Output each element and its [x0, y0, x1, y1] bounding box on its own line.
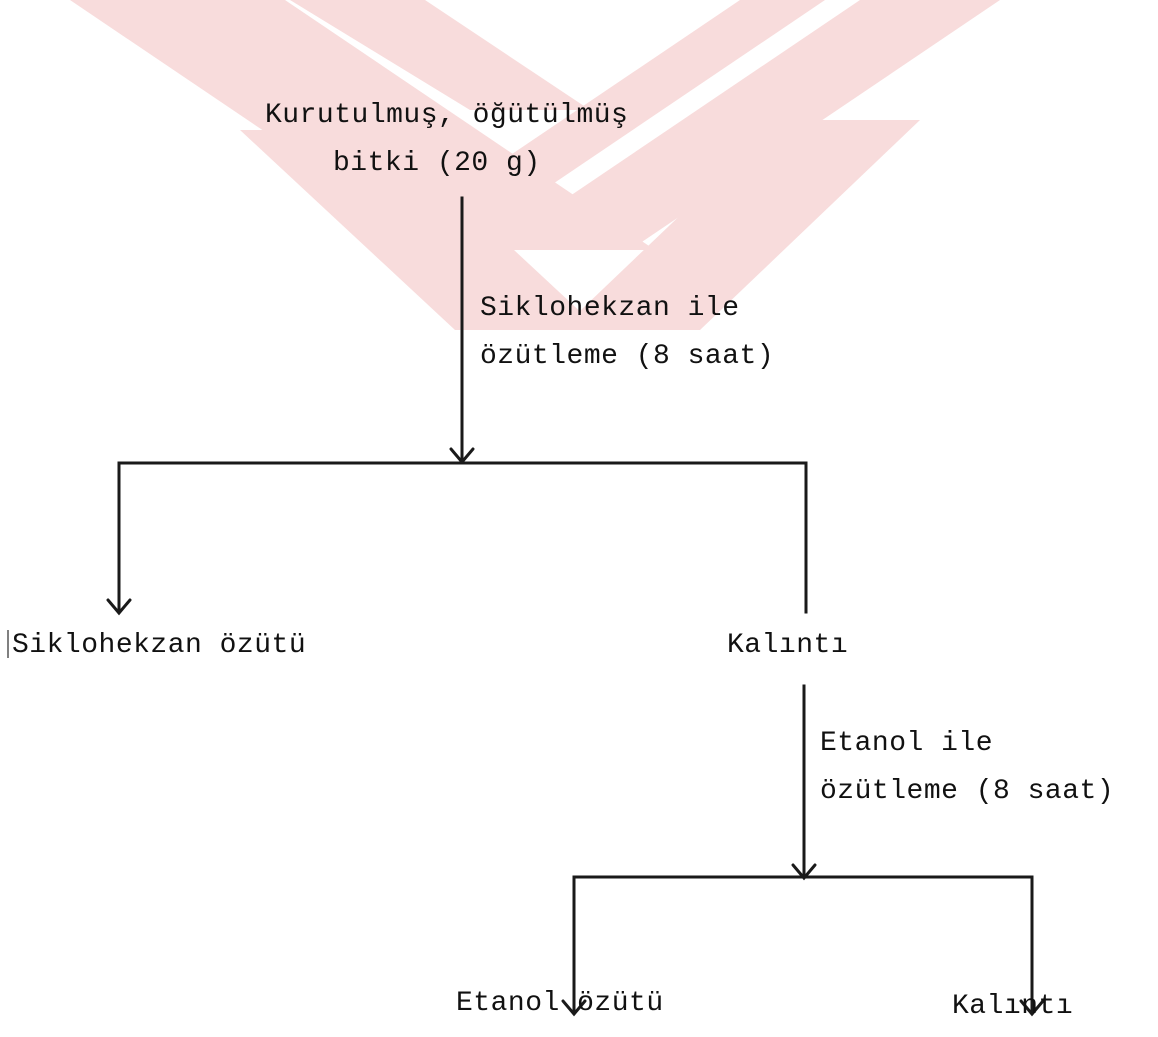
- watermark-logo: [70, 0, 1000, 330]
- arrowhead-ethanol-extract: [561, 999, 587, 1017]
- step-2-line-1: Etanol ile: [820, 728, 994, 759]
- step-1-line-1: Siklohekzan ile: [480, 293, 740, 324]
- node-residue-2: Kalıntı: [952, 991, 1074, 1022]
- arrowhead-cyclohexane-extract: [106, 598, 132, 616]
- node-start-line-1: Kurutulmuş, öğütülmüş: [265, 100, 629, 131]
- node-start-line-2: bitki (20 g): [333, 148, 541, 179]
- node-residue-1: Kalıntı: [727, 630, 849, 661]
- step-2-line-2: özütleme (8 saat): [820, 776, 1115, 807]
- node-ethanol-extract: Etanol özütü: [456, 988, 664, 1019]
- step-1-line-2: özütleme (8 saat): [480, 341, 775, 372]
- node-cyclohexane-extract: Siklohekzan özütü: [12, 630, 307, 661]
- arrowhead-residue-2: [1019, 999, 1045, 1017]
